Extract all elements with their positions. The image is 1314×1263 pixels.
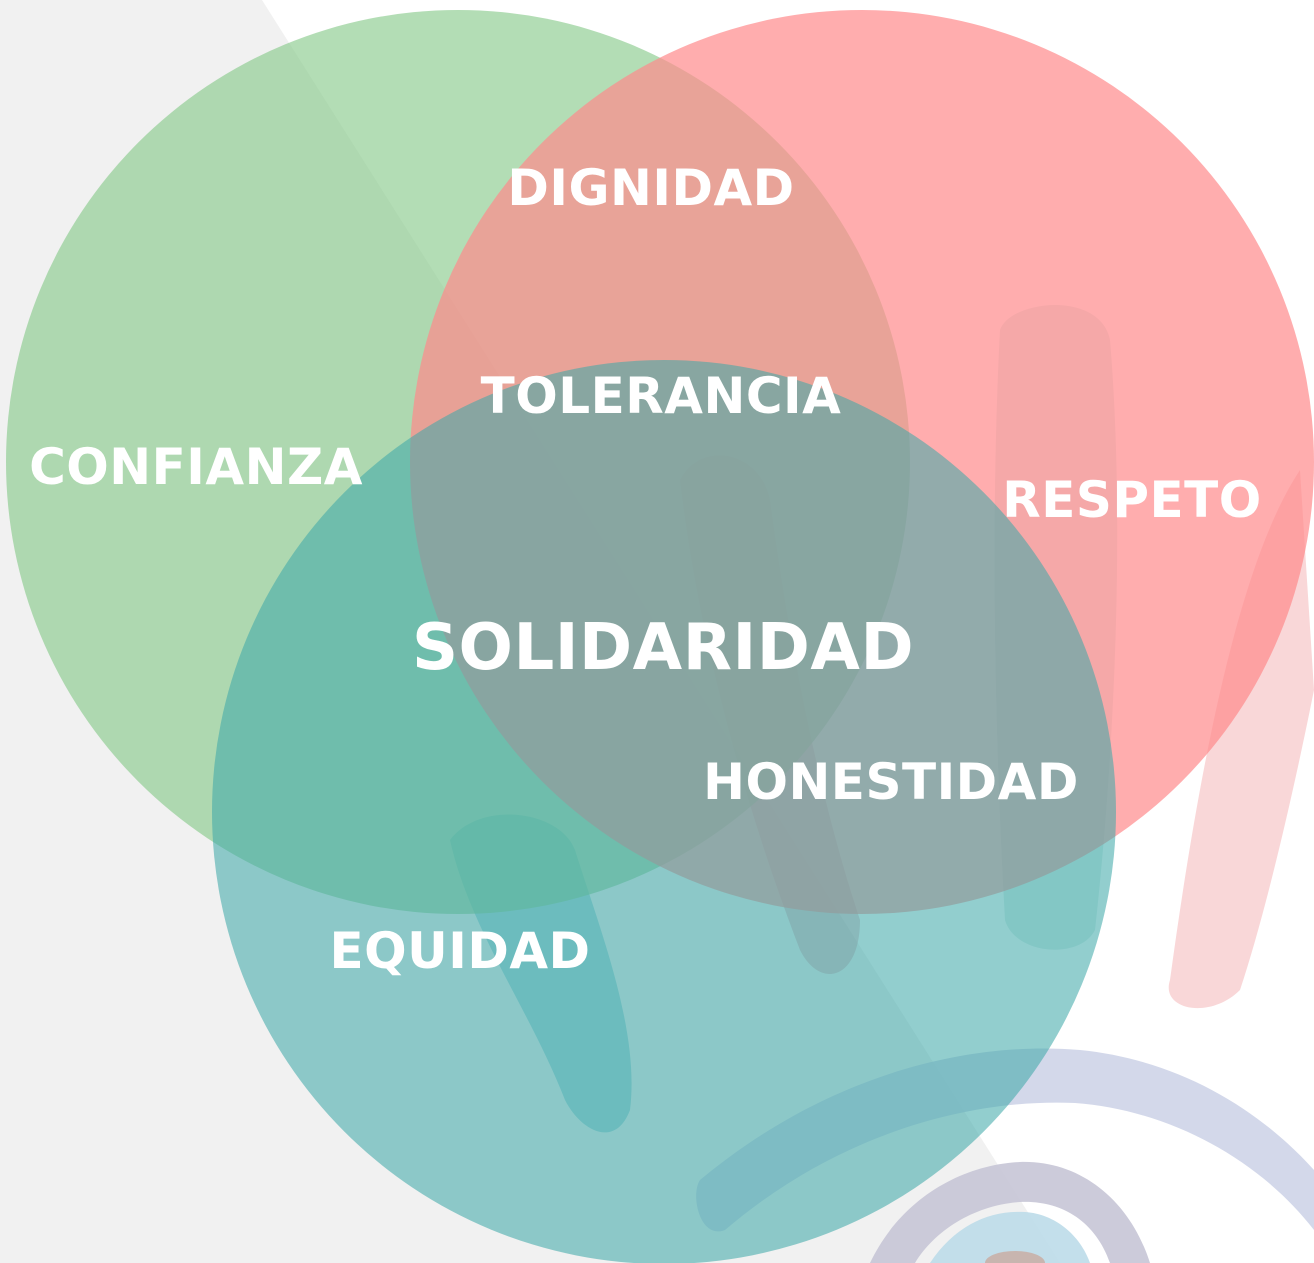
venn-circle-teal bbox=[212, 360, 1116, 1263]
label-equidad: EQUIDAD bbox=[329, 922, 591, 980]
brush-arc-middle bbox=[870, 1161, 1150, 1263]
label-solidaridad: SOLIDARIDAD bbox=[411, 611, 915, 685]
brush-dot bbox=[985, 1251, 1045, 1263]
label-confianza: CONFIANZA bbox=[29, 438, 363, 496]
label-tolerancia: TOLERANCIA bbox=[480, 367, 842, 425]
label-respeto: RESPETO bbox=[1002, 471, 1262, 529]
label-honestidad: HONESTIDAD bbox=[703, 753, 1079, 811]
brush-arc-inner bbox=[930, 1211, 1090, 1263]
label-dignidad: DIGNIDAD bbox=[507, 159, 795, 217]
